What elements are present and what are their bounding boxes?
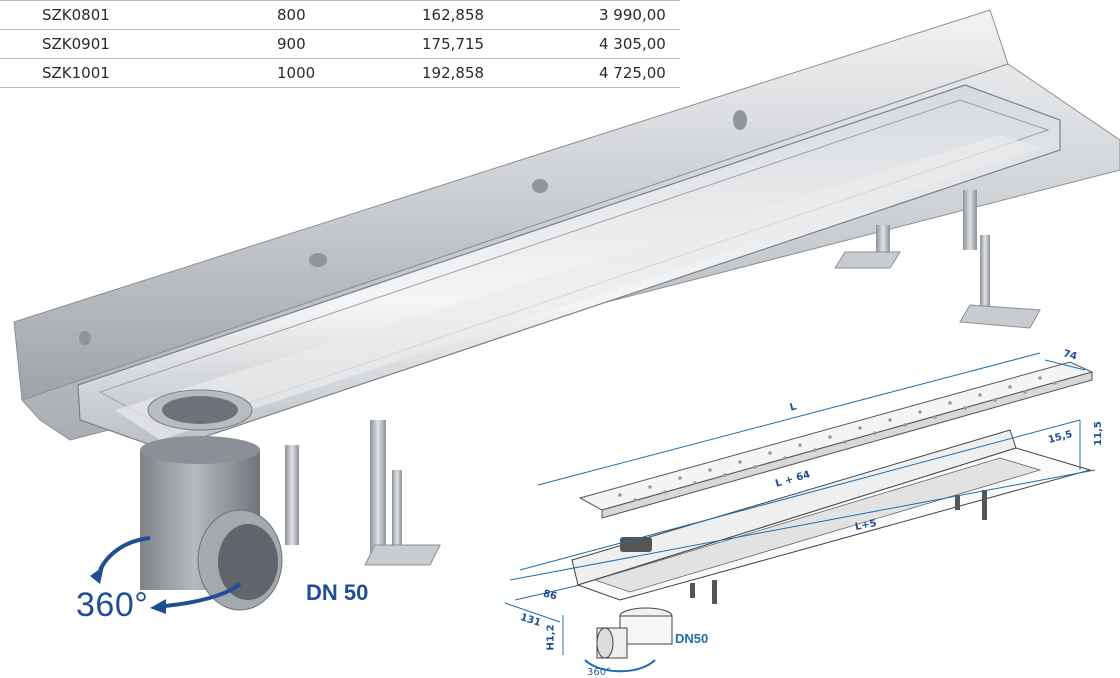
table-row: SZK0901 900 175,715 4 305,00	[0, 29, 680, 59]
table-cell-length: 800	[277, 0, 422, 30]
rotation-small-label: 360°	[587, 667, 612, 678]
dn-label: DN 50	[306, 580, 369, 605]
table-cell-length: 1000	[277, 58, 422, 88]
table-cell-code: SZK0901	[0, 29, 277, 59]
table-cell-price-gross: 3 990,00	[599, 0, 680, 30]
table-row: SZK0801 800 162,858 3 990,00	[0, 0, 680, 30]
table-cell-code: SZK1001	[0, 58, 277, 88]
table-cell-price-gross: 4 305,00	[599, 29, 680, 59]
table-cell-price-net: 162,858	[422, 0, 599, 30]
spec-table: SZK0801 800 162,858 3 990,00 SZK0901 900…	[0, 0, 680, 88]
table-cell-price-gross: 4 725,00	[599, 58, 680, 88]
dn-small-label: DN50	[675, 631, 709, 646]
dim-height-h: H1,2	[545, 624, 557, 651]
table-row: SZK1001 1000 192,858 4 725,00	[0, 58, 680, 88]
table-cell-price-net: 175,715	[422, 29, 599, 59]
rotation-label: 360°	[76, 586, 149, 624]
dim-height-11-5: 11,5	[1092, 421, 1104, 446]
table-cell-price-net: 192,858	[422, 58, 599, 88]
table-cell-length: 900	[277, 29, 422, 59]
table-cell-code: SZK0801	[0, 0, 277, 30]
